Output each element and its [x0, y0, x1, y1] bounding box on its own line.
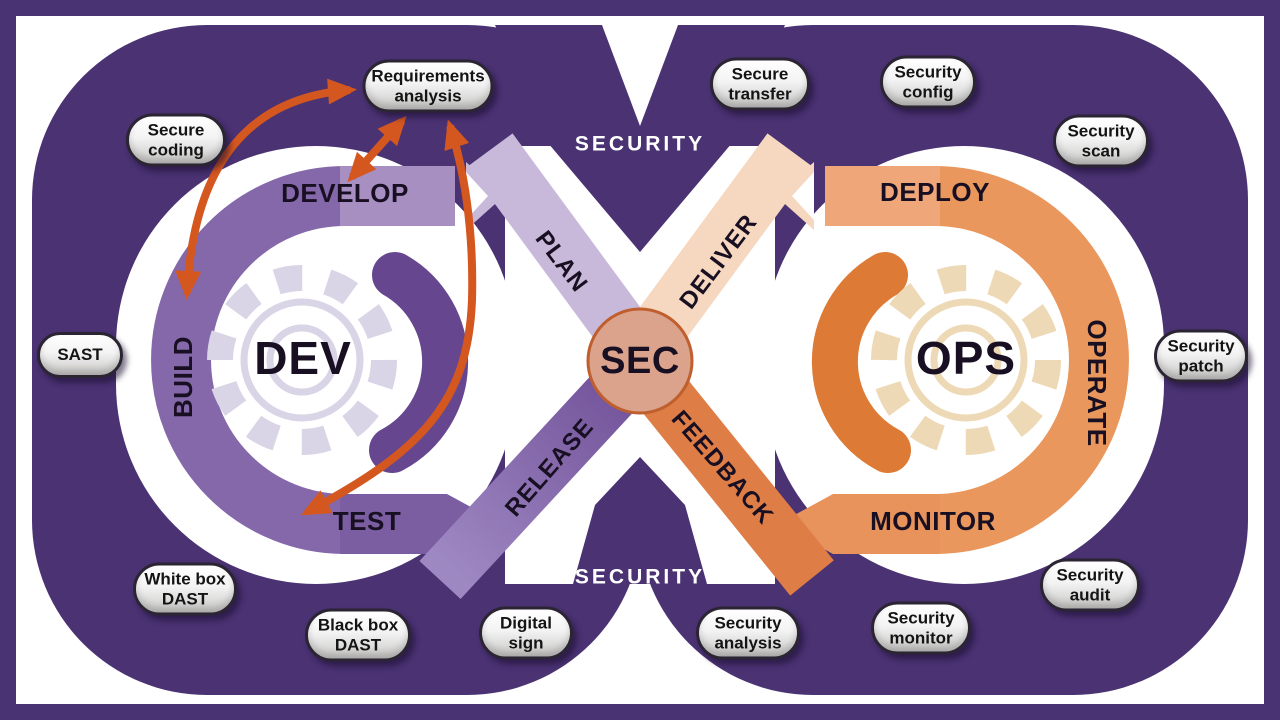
pill-security-analysis: Security analysis — [696, 606, 800, 660]
pill-digital-sign: Digital sign — [479, 606, 573, 660]
annotation-arrows — [175, 78, 477, 516]
requirements-build-arrow — [175, 78, 357, 300]
stage-operate: OPERATE — [1082, 319, 1112, 447]
pill-security-monitor: Security monitor — [871, 601, 971, 655]
dev-core-label: DEV — [254, 332, 352, 384]
requirements-test-arrow — [300, 119, 477, 516]
pill-secure-coding: Secure coding — [126, 113, 226, 167]
ops-gear-icon — [871, 265, 1061, 455]
security-label-bottom: SECURITY — [574, 565, 706, 589]
sec-circle — [586, 307, 694, 415]
stage-test: TEST — [332, 506, 402, 536]
monitor-arrowhead — [778, 494, 833, 554]
bottom-notch — [600, 602, 680, 695]
ops-loop-ring — [776, 162, 1129, 554]
stage-develop: DEVELOP — [281, 178, 409, 208]
pill-secure-transfer: Secure transfer — [710, 57, 810, 111]
security-wedge-bottom — [573, 457, 707, 584]
pill-requirements-analysis: Requirements analysis — [362, 59, 494, 113]
stage-build: BUILD — [168, 336, 198, 418]
ops-core-label: OPS — [915, 332, 1017, 384]
pill-white-box-dast: White box DAST — [133, 562, 237, 616]
pill-black-box-dast: Black box DAST — [305, 608, 411, 662]
pill-security-config: Security config — [880, 55, 976, 109]
stage-monitor: MONITOR — [870, 506, 996, 536]
pill-security-audit: Security audit — [1040, 558, 1140, 612]
pill-sast: SAST — [37, 332, 123, 378]
pill-security-scan: Security scan — [1053, 114, 1149, 168]
top-notch — [602, 25, 678, 126]
security-label-top: SECURITY — [574, 132, 706, 156]
sec-core-label: SEC — [600, 340, 680, 382]
stage-deploy: DEPLOY — [880, 177, 990, 207]
pill-security-patch: Security patch — [1154, 329, 1248, 383]
ops-inner-arc — [811, 252, 911, 473]
